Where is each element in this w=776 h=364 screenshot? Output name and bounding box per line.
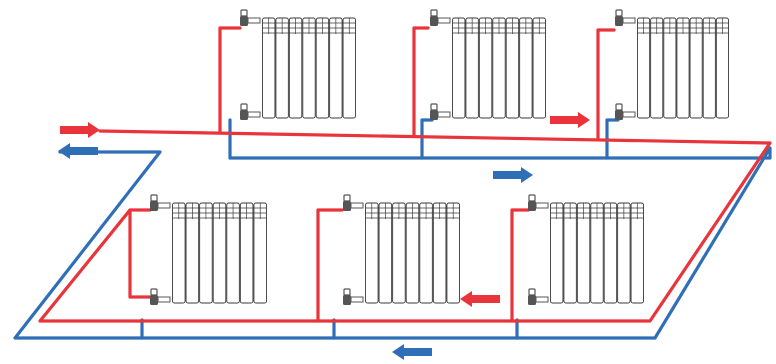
flow-arrow-supply-upper bbox=[550, 112, 590, 128]
valve-body bbox=[430, 16, 438, 26]
thermostat-valve-icon bbox=[430, 9, 451, 26]
valve-head bbox=[343, 194, 351, 202]
valve-head bbox=[615, 9, 623, 17]
lockshield-valve-icon bbox=[528, 288, 549, 305]
valve-connector bbox=[437, 17, 451, 24]
valve-body bbox=[150, 295, 158, 305]
supply-riser-bottom-2 bbox=[316, 208, 344, 323]
lockshield-valve-icon bbox=[343, 288, 364, 305]
valve-head bbox=[528, 194, 536, 202]
radiator-top-1 bbox=[240, 9, 356, 120]
valve-connector bbox=[247, 17, 261, 24]
return-riser-top-2 bbox=[420, 118, 434, 160]
supply-main-pipe bbox=[38, 129, 772, 323]
flow-arrow-return-outlet bbox=[58, 143, 98, 159]
flow-arrow-return-upper bbox=[493, 167, 533, 183]
valve-head bbox=[430, 9, 438, 17]
pipe-network bbox=[13, 26, 772, 340]
valve-connector bbox=[247, 111, 261, 118]
thermostat-valve-icon bbox=[150, 194, 171, 211]
radiator-group bbox=[150, 9, 729, 305]
valve-head bbox=[150, 194, 158, 202]
lockshield-valve-icon bbox=[430, 103, 451, 120]
thermostat-valve-icon bbox=[240, 9, 261, 26]
lockshield-valve-icon bbox=[150, 288, 171, 305]
valve-connector bbox=[157, 202, 171, 209]
lockshield-valve-icon bbox=[615, 103, 636, 120]
valve-head bbox=[150, 288, 158, 296]
valve-connector bbox=[622, 111, 636, 118]
radiator-top-3 bbox=[615, 9, 729, 120]
valve-head bbox=[240, 103, 248, 111]
valve-connector bbox=[535, 296, 549, 303]
valve-body bbox=[343, 295, 351, 305]
flow-arrow-supply-inlet bbox=[60, 122, 100, 138]
supply-riser-top-3 bbox=[596, 28, 616, 140]
flow-arrow-group bbox=[58, 112, 590, 360]
flow-arrow-return-lower bbox=[392, 344, 432, 360]
valve-connector bbox=[622, 17, 636, 24]
valve-connector bbox=[350, 296, 364, 303]
valve-body bbox=[528, 201, 536, 211]
radiator-top-2 bbox=[430, 9, 546, 120]
thermostat-valve-icon bbox=[528, 194, 549, 211]
valve-connector bbox=[437, 111, 451, 118]
valve-head bbox=[615, 103, 623, 111]
valve-connector bbox=[350, 202, 364, 209]
valve-head bbox=[343, 288, 351, 296]
valve-body bbox=[528, 295, 536, 305]
valve-head bbox=[528, 288, 536, 296]
valve-connector bbox=[157, 296, 171, 303]
valve-head bbox=[240, 9, 248, 17]
thermostat-valve-icon bbox=[343, 194, 364, 211]
valve-body bbox=[150, 201, 158, 211]
valve-body bbox=[430, 110, 438, 120]
thermostat-valve-icon bbox=[615, 9, 636, 26]
valve-head bbox=[430, 103, 438, 111]
supply-riser-top-1 bbox=[218, 26, 242, 133]
valve-body bbox=[615, 110, 623, 120]
valve-body bbox=[343, 201, 351, 211]
supply-riser-top-2 bbox=[412, 26, 430, 137]
valve-body bbox=[240, 16, 248, 26]
radiator-bottom-1 bbox=[150, 194, 267, 305]
valve-body bbox=[615, 16, 623, 26]
return-main-pipe bbox=[13, 146, 772, 340]
flow-arrow-supply-lower bbox=[460, 291, 500, 307]
radiator-bottom-2 bbox=[343, 194, 460, 305]
supply-riser-bottom-1 bbox=[128, 208, 152, 299]
radiator-bottom-3 bbox=[528, 194, 644, 305]
valve-connector bbox=[535, 202, 549, 209]
return-riser-top-3 bbox=[605, 118, 620, 160]
valve-body bbox=[240, 110, 248, 120]
lockshield-valve-icon bbox=[240, 103, 261, 120]
supply-riser-bottom-3 bbox=[510, 208, 530, 323]
